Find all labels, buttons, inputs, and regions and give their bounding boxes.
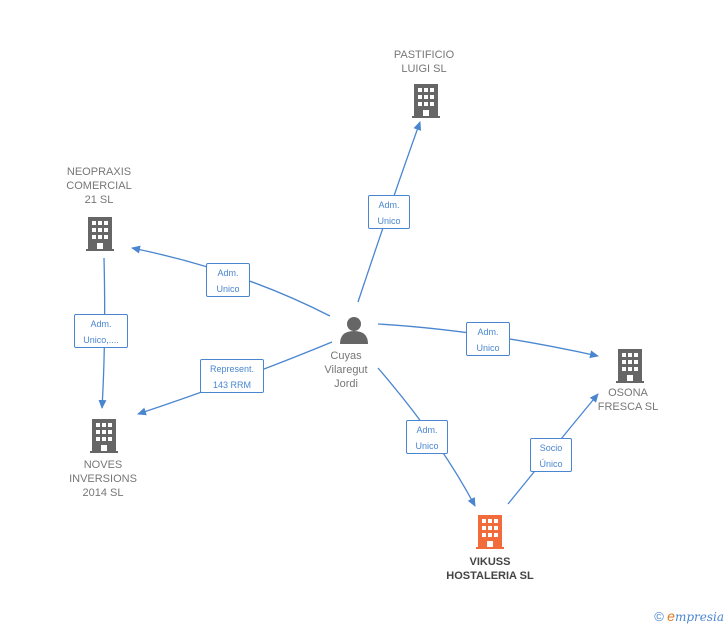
building-icon-vikuss[interactable]	[476, 515, 504, 549]
edge-label-cuyas-osona[interactable]: Adm. Unico	[466, 322, 510, 356]
edge-label-neopraxis-noves[interactable]: Adm. Unico,....	[74, 314, 128, 348]
brand-initial[interactable]: e	[667, 608, 675, 624]
footer-credit: © empresia	[654, 608, 724, 624]
edge-label-vikuss-osona[interactable]: Socio Único	[530, 438, 572, 472]
node-label-vikuss[interactable]: VIKUSS HOSTALERIA SL	[446, 556, 534, 582]
edge-label-cuyas-neopraxis[interactable]: Adm. Unico	[206, 263, 250, 297]
edge-label-cuyas-noves[interactable]: Represent. 143 RRM	[200, 359, 264, 393]
node-label-cuyas[interactable]: Cuyas Vilaregut Jordi	[324, 350, 368, 390]
node-label-osona[interactable]: OSONA FRESCA SL	[597, 387, 659, 413]
person-icon[interactable]	[340, 317, 368, 344]
edge-label-cuyas-pastificio[interactable]: Adm. Unico	[368, 195, 410, 229]
node-label-noves[interactable]: NOVES INVERSIONS 2014 SL	[69, 459, 137, 499]
building-icon-pastificio[interactable]	[412, 84, 440, 118]
building-icon-neopraxis[interactable]	[86, 217, 114, 251]
node-label-neopraxis[interactable]: NEOPRAXIS COMERCIAL 21 SL	[66, 166, 132, 206]
copyright-symbol: ©	[654, 609, 664, 624]
edges-layer	[98, 121, 599, 507]
brand-name[interactable]: mpresia	[674, 610, 724, 624]
building-icon-osona[interactable]	[616, 349, 644, 383]
building-icon-noves[interactable]	[90, 419, 118, 453]
nodes-layer	[86, 84, 644, 549]
edge-label-cuyas-vikuss[interactable]: Adm. Unico	[406, 420, 448, 454]
node-label-pastificio[interactable]: PASTIFICIO LUIGI SL	[393, 49, 455, 75]
